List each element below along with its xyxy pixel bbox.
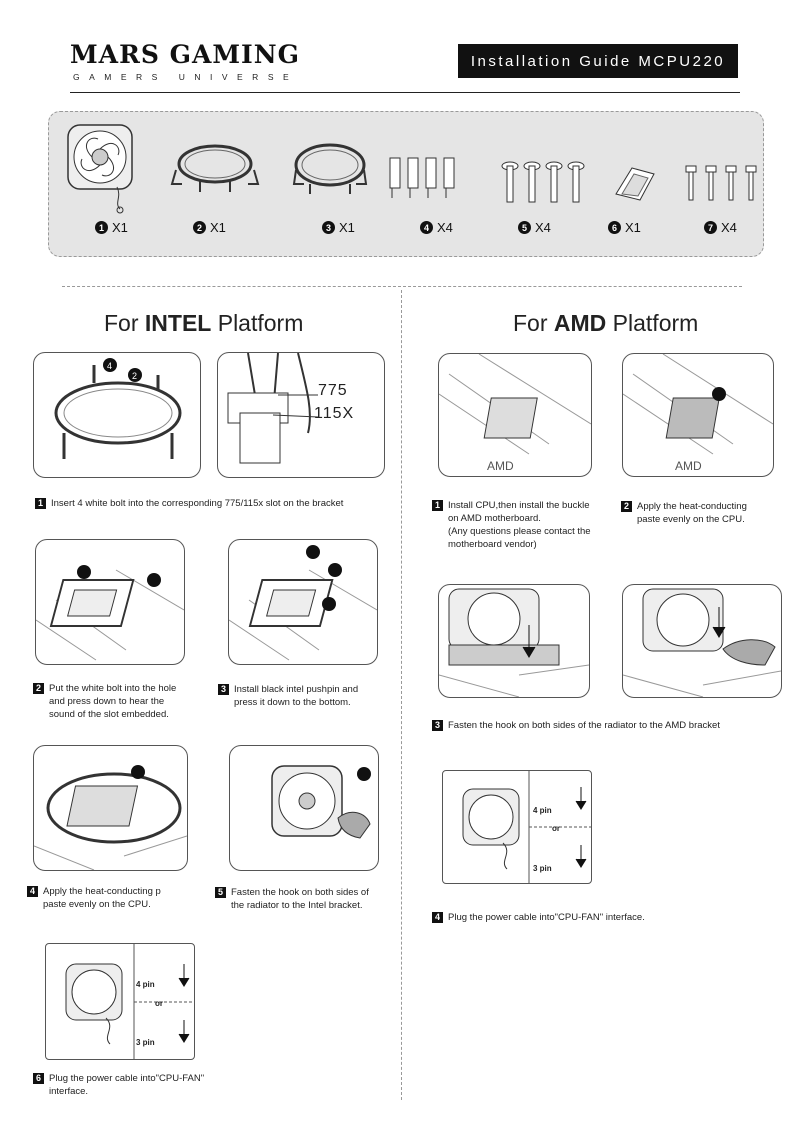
- amd-bracket-icon: [292, 143, 368, 194]
- brand-logo: MARS GAMING: [70, 40, 300, 69]
- pushpin-icon: [501, 161, 585, 203]
- amd-fig-1: AMD: [438, 353, 592, 477]
- section-divider: [62, 286, 742, 287]
- intel-fig-2: [35, 539, 185, 665]
- part-qty-5: X4: [535, 220, 551, 235]
- part-label-3: 3 X1: [322, 220, 355, 235]
- intel-heading: For INTEL Platform: [104, 310, 304, 336]
- socket-label-115x: 115X: [314, 405, 355, 422]
- white-bolt-icon: [389, 157, 455, 198]
- part-label-4: 4 X4: [420, 220, 453, 235]
- brand-tagline: GAMERS UNIVERSE: [73, 72, 299, 82]
- part-number-4: 4: [420, 221, 433, 234]
- intel-or-label: or: [155, 999, 163, 1008]
- amd-heading: For AMD Platform: [513, 310, 699, 336]
- part-qty-4: X4: [437, 220, 453, 235]
- intel-fig-6: [45, 943, 195, 1060]
- part-label-1: 1 X1: [95, 220, 128, 235]
- part-number-3: 3: [322, 221, 335, 234]
- fan-icon: [67, 124, 133, 214]
- screw-icon: [685, 165, 757, 201]
- column-divider: [401, 290, 402, 1100]
- part-qty-3: X1: [339, 220, 355, 235]
- intel-fig-4: [33, 745, 188, 871]
- svg-text:2: 2: [132, 371, 137, 381]
- amd-fig-4: [442, 770, 592, 884]
- intel-fig-3: [228, 539, 378, 665]
- part-number-2: 2: [193, 221, 206, 234]
- intel-bracket-icon: [170, 144, 260, 192]
- amd-pin4-label: 4 pin: [533, 806, 552, 815]
- thermal-paste-icon: [615, 167, 655, 201]
- part-number-7: 7: [704, 221, 717, 234]
- intel-fig-1b: [217, 352, 385, 478]
- amd-fig-3a: [438, 584, 590, 698]
- part-number-5: 5: [518, 221, 531, 234]
- part-label-2: 2 X1: [193, 220, 226, 235]
- amd-or-label: or: [552, 824, 560, 833]
- amd-board-label-2: AMD: [675, 459, 702, 473]
- part-qty-7: X4: [721, 220, 737, 235]
- part-number-6: 6: [608, 221, 621, 234]
- socket-label-775: 775: [318, 382, 348, 399]
- guide-title: Installation Guide MCPU220: [458, 44, 738, 78]
- part-number-1: 1: [95, 221, 108, 234]
- amd-fig-3b: [622, 584, 782, 698]
- intel-fig-1a: 4 2: [33, 352, 201, 478]
- intel-pin3-label: 3 pin: [136, 1038, 155, 1047]
- header-divider: [70, 92, 740, 93]
- part-qty-1: X1: [112, 220, 128, 235]
- amd-board-label-1: AMD: [487, 459, 514, 473]
- part-label-5: 5 X4: [518, 220, 551, 235]
- part-qty-6: X1: [625, 220, 641, 235]
- svg-text:4: 4: [107, 361, 112, 371]
- part-label-7: 7 X4: [704, 220, 737, 235]
- part-qty-2: X1: [210, 220, 226, 235]
- amd-fig-2: AMD: [622, 353, 774, 477]
- intel-fig-5: [229, 745, 379, 871]
- amd-pin3-label: 3 pin: [533, 864, 552, 873]
- intel-pin4-label: 4 pin: [136, 980, 155, 989]
- part-label-6: 6 X1: [608, 220, 641, 235]
